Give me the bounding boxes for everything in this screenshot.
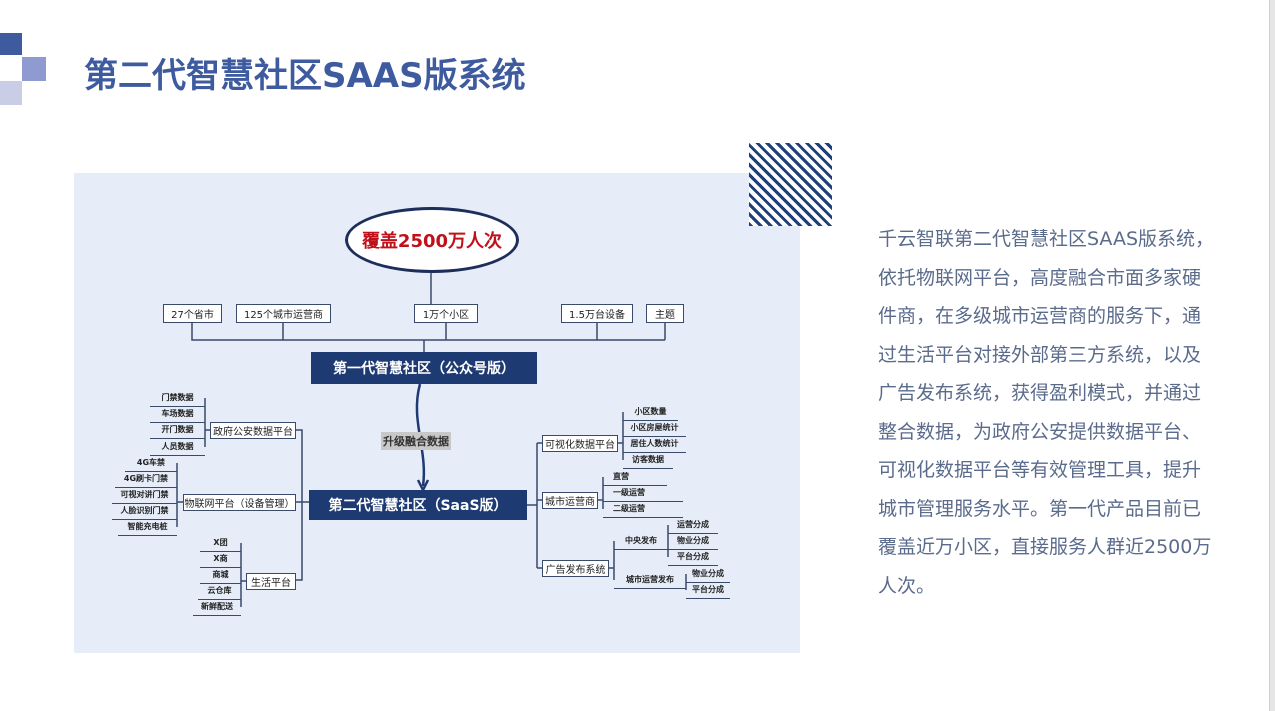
striped-decor bbox=[749, 143, 832, 226]
leaf: 平台分成 bbox=[686, 583, 730, 599]
upgrade-label: 升级融合数据 bbox=[381, 432, 451, 450]
leaf: 小区数量 bbox=[623, 405, 678, 421]
stat-box: 27个省市 bbox=[163, 304, 222, 323]
leaf: 云仓库 bbox=[198, 584, 241, 600]
decor-square bbox=[0, 33, 22, 55]
leaf: 开门数据 bbox=[150, 423, 205, 439]
leaf: 门禁数据 bbox=[150, 391, 205, 407]
branch-iot: 物联网平台（设备管理） bbox=[183, 494, 296, 511]
sub-branch: 城市运营发布 bbox=[614, 573, 686, 589]
decor-square bbox=[22, 57, 46, 81]
branch-visual-data: 可视化数据平台 bbox=[542, 435, 618, 452]
gen2-node: 第二代智慧社区（SaaS版） bbox=[309, 490, 527, 520]
leaf: X团 bbox=[200, 536, 241, 552]
leaf: 车场数据 bbox=[150, 407, 205, 423]
leaf: 平台分成 bbox=[668, 550, 718, 566]
stat-box: 1万个小区 bbox=[414, 304, 478, 323]
leaf: 居住人数统计 bbox=[623, 437, 686, 453]
leaf: X商 bbox=[200, 552, 241, 568]
stat-box: 主题 bbox=[646, 304, 684, 323]
leaf: 新鲜配送 bbox=[193, 600, 241, 616]
root-node: 覆盖2500万人次 bbox=[345, 207, 519, 273]
scrollbar[interactable] bbox=[1269, 0, 1275, 711]
leaf: 直营 bbox=[603, 470, 667, 486]
leaf: 人脸识别门禁 bbox=[112, 504, 177, 520]
leaf: 二级运营 bbox=[603, 502, 683, 518]
sub-branch: 中央发布 bbox=[614, 534, 668, 550]
branch-city-operator: 城市运营商 bbox=[542, 492, 598, 509]
leaf: 一级运营 bbox=[603, 486, 683, 502]
leaf: 物业分成 bbox=[668, 534, 718, 550]
leaf: 4G刷卡门禁 bbox=[115, 472, 177, 488]
leaf: 物业分成 bbox=[686, 567, 730, 583]
description-text: 千云智联第二代智慧社区SAAS版系统，依托物联网平台，高度融合市面多家硬件商，在… bbox=[878, 228, 1214, 597]
leaf: 商城 bbox=[200, 568, 241, 584]
branch-ad-system: 广告发布系统 bbox=[542, 560, 609, 577]
stat-box: 125个城市运营商 bbox=[236, 304, 331, 323]
stat-box: 1.5万台设备 bbox=[561, 304, 633, 323]
leaf: 4G车禁 bbox=[125, 456, 177, 472]
decor-square bbox=[0, 81, 22, 105]
leaf: 可视对讲门禁 bbox=[112, 488, 177, 504]
branch-life: 生活平台 bbox=[246, 573, 296, 590]
gen1-node: 第一代智慧社区（公众号版） bbox=[311, 352, 537, 384]
leaf: 访客数据 bbox=[623, 453, 673, 469]
leaf: 智能充电桩 bbox=[118, 520, 177, 536]
leaf: 人员数据 bbox=[150, 440, 205, 456]
leaf: 小区房屋统计 bbox=[623, 421, 686, 437]
leaf: 运营分成 bbox=[668, 518, 718, 534]
slide-title: 第二代智慧社区SAAS版系统 bbox=[84, 56, 526, 96]
branch-gov-data: 政府公安数据平台 bbox=[210, 422, 296, 439]
